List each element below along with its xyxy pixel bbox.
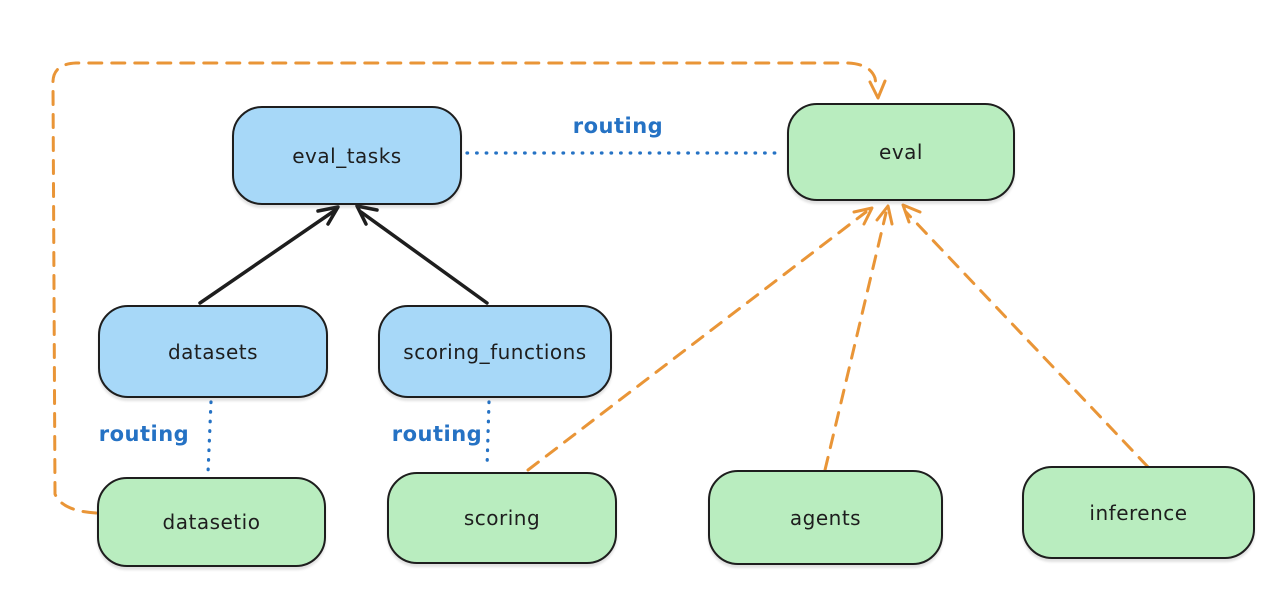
node-inference-label: inference	[1089, 500, 1188, 525]
routing-label-scoring-functions-scoring: routing	[391, 422, 483, 446]
node-datasets: datasets	[98, 305, 328, 398]
edge-scoring-functions-to-eval-tasks	[355, 204, 489, 305]
edge-datasets-to-datasetio-routing	[206, 400, 213, 475]
node-eval-label: eval	[879, 140, 923, 164]
routing-label-datasets-datasetio: routing	[98, 422, 190, 446]
edge-datasetio-to-eval	[51, 61, 887, 515]
node-agents: agents	[708, 470, 943, 565]
edge-inference-to-eval	[901, 203, 1150, 469]
edge-datasets-to-eval-tasks	[198, 205, 340, 305]
node-agents-label: agents	[789, 505, 862, 530]
node-datasetio: datasetio	[97, 477, 326, 567]
node-scoring-functions-label: scoring_functions	[403, 339, 587, 364]
node-inference: inference	[1022, 466, 1255, 559]
edge-scoring-to-eval	[526, 206, 874, 472]
node-scoring: scoring	[387, 472, 617, 564]
node-eval-tasks-label: eval_tasks	[292, 143, 402, 168]
node-eval-tasks: eval_tasks	[232, 106, 462, 205]
routing-label-eval-tasks-eval: routing	[572, 114, 664, 138]
node-scoring-label: scoring	[463, 506, 541, 530]
edge-scoring-functions-to-scoring-routing	[485, 400, 491, 470]
node-eval: eval	[787, 103, 1015, 201]
node-datasetio-label: datasetio	[162, 510, 261, 534]
node-scoring-functions: scoring_functions	[378, 305, 612, 398]
node-datasets-label: datasets	[167, 339, 259, 364]
edge-agents-to-eval	[823, 204, 894, 472]
